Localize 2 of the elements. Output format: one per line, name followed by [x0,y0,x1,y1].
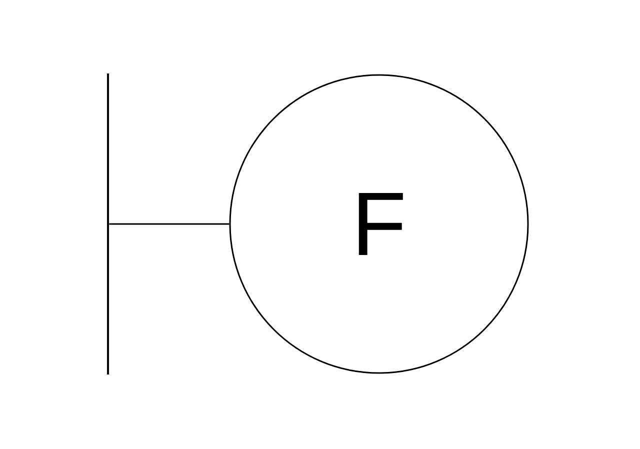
circle-node: F [229,74,529,374]
connector-line [109,223,230,225]
